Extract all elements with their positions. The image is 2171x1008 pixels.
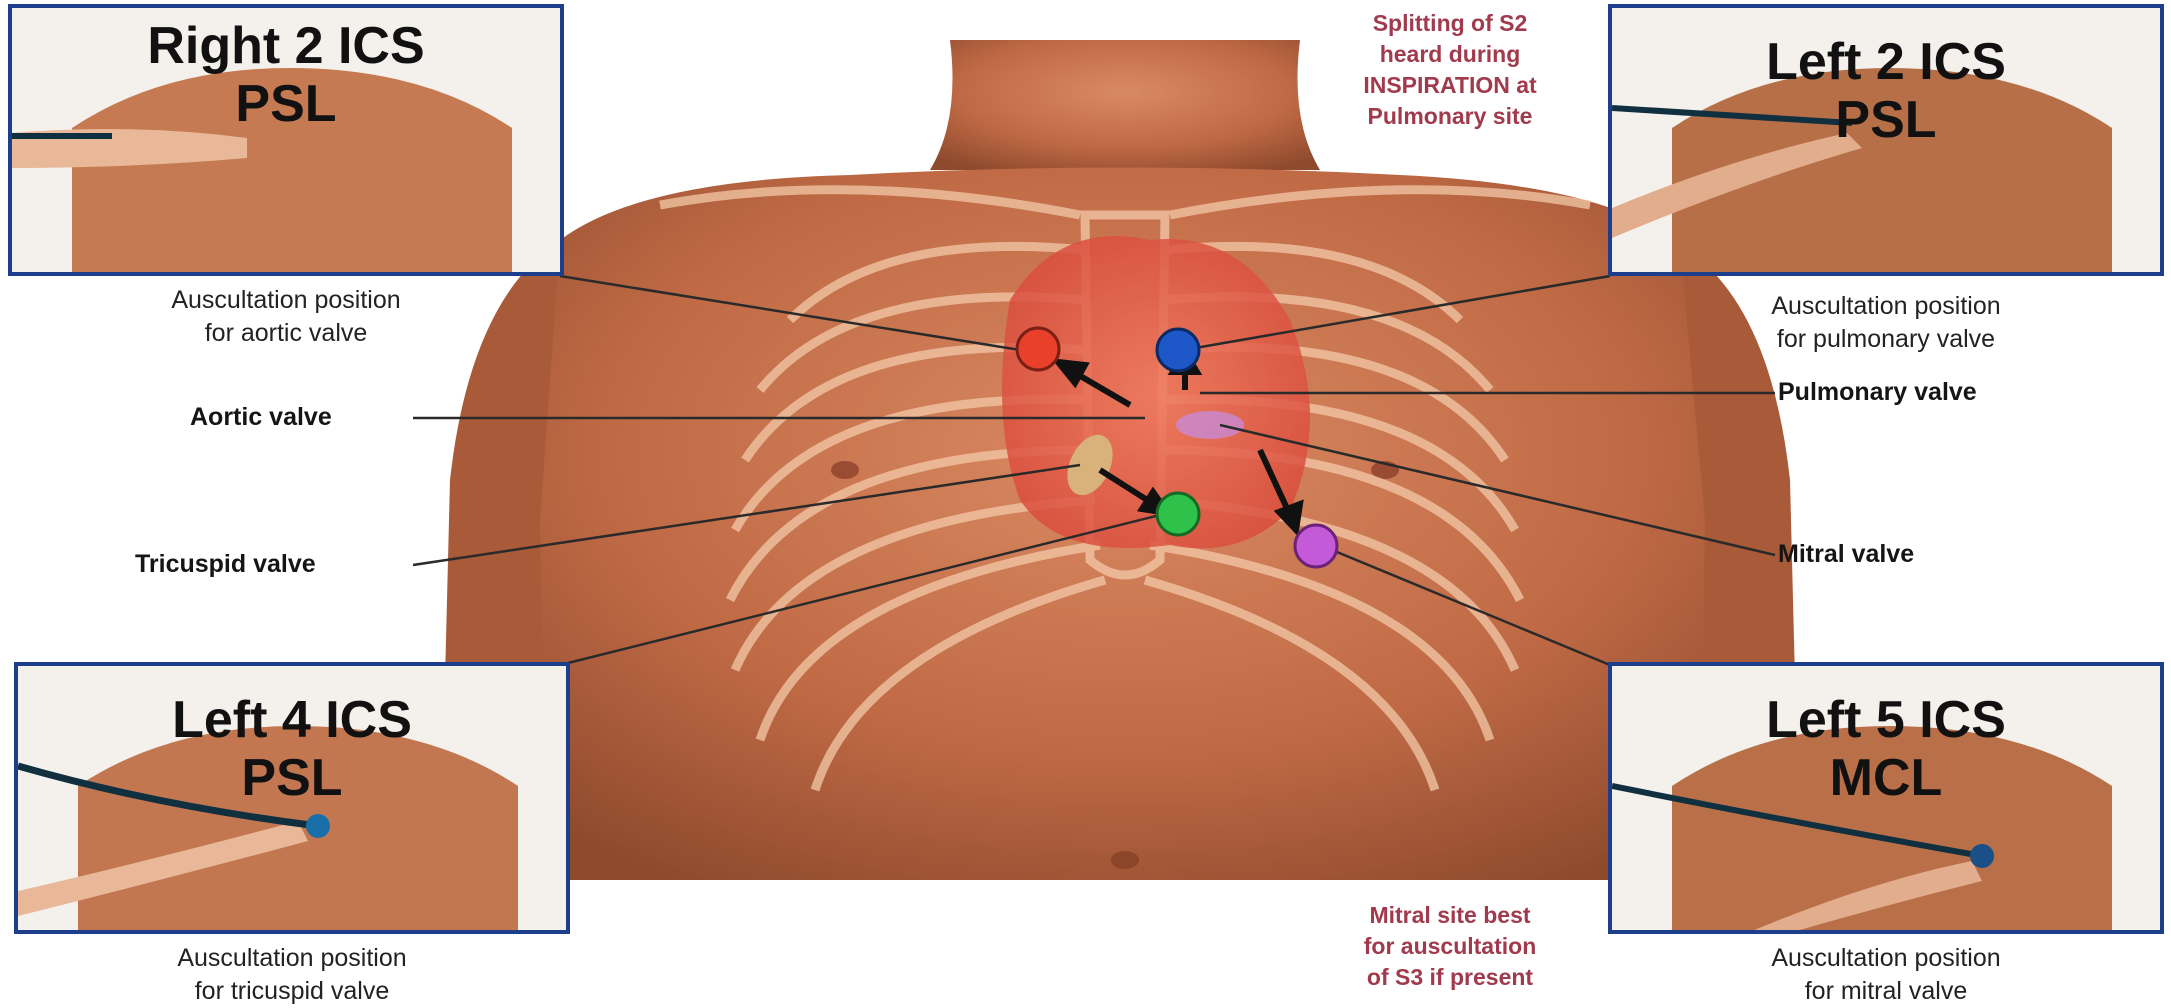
note-line1: Splitting of S2 bbox=[1305, 8, 1595, 39]
caption-line1: Auscultation position bbox=[8, 284, 564, 317]
panel-title-line2: PSL bbox=[18, 748, 566, 808]
navel-shape bbox=[1111, 851, 1139, 869]
note-line2: for auscultation bbox=[1305, 931, 1595, 962]
note-pulmonary-splitting: Splitting of S2 heard during INSPIRATION… bbox=[1305, 8, 1595, 132]
panel-aortic: Right 2 ICS PSL bbox=[8, 4, 564, 276]
note-line2: heard during bbox=[1305, 39, 1595, 70]
label-mitral-valve: Mitral valve bbox=[1778, 540, 1914, 569]
note-line3: INSPIRATION at bbox=[1305, 70, 1595, 101]
note-line4: Pulmonary site bbox=[1305, 101, 1595, 132]
pulmonary-marker bbox=[1157, 329, 1199, 371]
panel-title-line1: Left 5 ICS bbox=[1612, 690, 2160, 750]
caption-mitral: Auscultation position for mitral valve bbox=[1608, 942, 2164, 1008]
note-line3: of S3 if present bbox=[1305, 962, 1595, 993]
label-tricuspid-valve: Tricuspid valve bbox=[135, 550, 316, 579]
aortic-marker bbox=[1017, 328, 1059, 370]
panel-tricuspid: Left 4 ICS PSL bbox=[14, 662, 570, 934]
mitral-valve-shape bbox=[1176, 411, 1244, 439]
panel-pulmonary: Left 2 ICS PSL bbox=[1608, 4, 2164, 276]
note-line1: Mitral site best bbox=[1305, 900, 1595, 931]
tricuspid-marker bbox=[1157, 493, 1199, 535]
caption-line2: for aortic valve bbox=[8, 317, 564, 350]
label-aortic-valve: Aortic valve bbox=[190, 403, 332, 432]
panel-title-line1: Left 2 ICS bbox=[1612, 32, 2160, 92]
label-pulmonary-valve: Pulmonary valve bbox=[1778, 378, 1977, 407]
panel-title-line2: PSL bbox=[12, 74, 560, 134]
neck-shape bbox=[930, 40, 1320, 170]
caption-line2: for pulmonary valve bbox=[1608, 323, 2164, 356]
panel-title-line2: PSL bbox=[1612, 90, 2160, 150]
mitral-marker bbox=[1295, 525, 1337, 567]
caption-line1: Auscultation position bbox=[1608, 942, 2164, 975]
panel-title-line1: Left 4 ICS bbox=[18, 690, 566, 750]
panel-title-line1: Right 2 ICS bbox=[12, 16, 560, 76]
caption-line1: Auscultation position bbox=[1608, 290, 2164, 323]
caption-pulmonary: Auscultation position for pulmonary valv… bbox=[1608, 290, 2164, 356]
caption-tricuspid: Auscultation position for tricuspid valv… bbox=[14, 942, 570, 1008]
caption-line2: for mitral valve bbox=[1608, 975, 2164, 1008]
panel-title-line2: MCL bbox=[1612, 748, 2160, 808]
panel-mitral: Left 5 ICS MCL bbox=[1608, 662, 2164, 934]
caption-line1: Auscultation position bbox=[14, 942, 570, 975]
caption-line2: for tricuspid valve bbox=[14, 975, 570, 1008]
note-mitral-s3: Mitral site best for auscultation of S3 … bbox=[1305, 900, 1595, 993]
caption-aortic: Auscultation position for aortic valve bbox=[8, 284, 564, 350]
